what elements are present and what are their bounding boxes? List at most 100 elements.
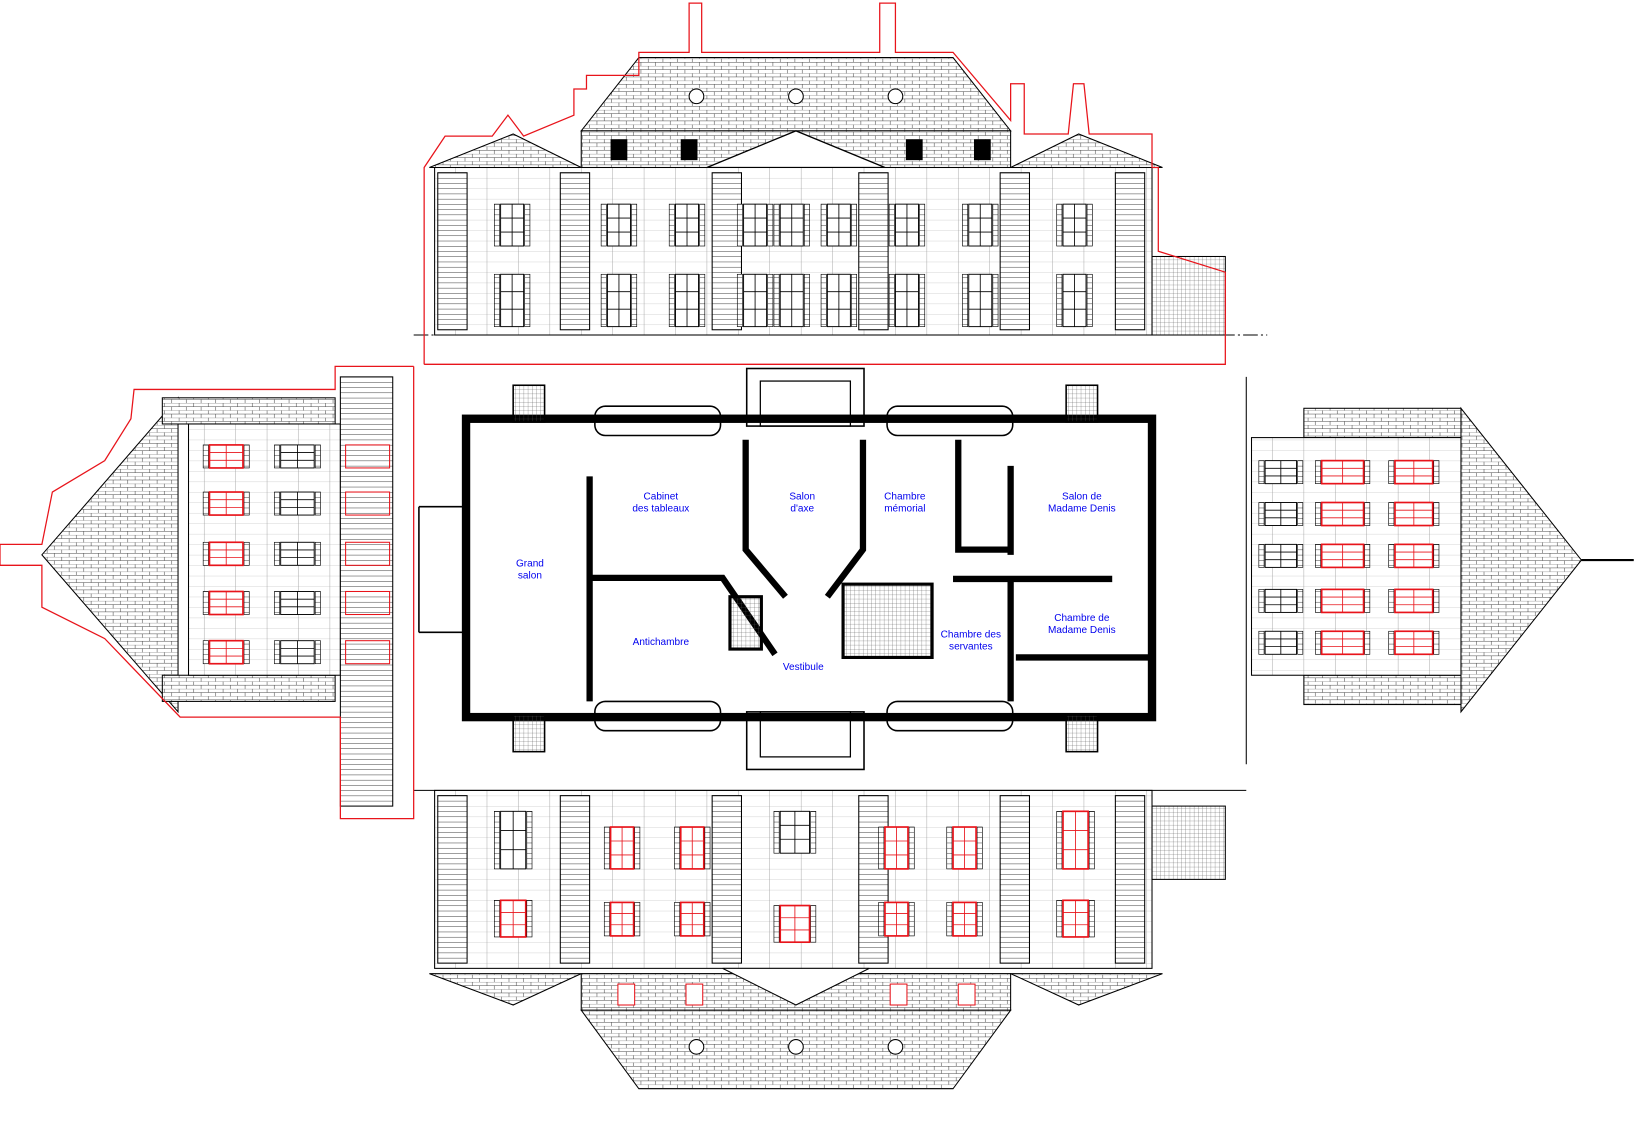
shutter	[736, 203, 743, 247]
right-side-elevation	[1245, 376, 1634, 765]
window	[736, 273, 774, 328]
shutter	[202, 591, 209, 615]
room-label-line: Chambre	[884, 491, 926, 502]
window	[274, 640, 321, 665]
shutter	[274, 444, 280, 469]
window	[773, 203, 810, 247]
window	[494, 203, 531, 247]
shutter	[314, 491, 321, 516]
highlight-box	[345, 491, 391, 516]
window-muntins	[1321, 589, 1364, 613]
window-muntins	[1265, 502, 1297, 526]
shutter	[494, 203, 500, 247]
shutter	[1364, 544, 1371, 568]
dormer	[680, 139, 698, 161]
window	[1315, 588, 1371, 614]
rear-pediment	[722, 967, 870, 1006]
shutter	[1433, 630, 1440, 655]
outer-walls	[461, 414, 1157, 722]
window-muntins	[209, 542, 243, 566]
shutter	[1364, 502, 1371, 526]
dormer	[889, 983, 908, 1006]
shutter	[908, 902, 915, 937]
window	[1315, 630, 1371, 656]
shutter	[810, 811, 817, 854]
shutter	[1297, 460, 1304, 484]
room-label-line: d'axe	[790, 503, 814, 514]
shutter	[1258, 460, 1265, 484]
window-muntins	[780, 811, 810, 854]
window	[1056, 899, 1095, 938]
window	[1315, 501, 1371, 527]
window-muntins	[280, 591, 315, 615]
window	[1258, 460, 1304, 485]
window-muntins	[1321, 631, 1364, 655]
window-muntins	[953, 902, 977, 936]
pilaster	[437, 795, 468, 964]
shutter	[524, 273, 531, 327]
window	[1315, 543, 1371, 569]
window	[1388, 459, 1440, 485]
window-muntins	[968, 274, 992, 327]
shutter	[668, 203, 675, 247]
shutter	[274, 591, 280, 615]
shutter	[1388, 502, 1395, 526]
oculus	[887, 1039, 904, 1055]
shutter	[494, 273, 500, 327]
shutter	[1315, 589, 1321, 613]
dormer	[957, 983, 976, 1006]
shutter	[851, 273, 857, 327]
shutter	[202, 444, 209, 469]
window-muntins	[953, 827, 977, 869]
window	[1258, 588, 1304, 613]
shutter	[202, 491, 209, 516]
room-label-line: Grand	[516, 558, 544, 569]
window	[603, 901, 641, 937]
shutter	[1433, 589, 1440, 613]
shutter	[243, 591, 250, 615]
room-label-line: Vestibule	[783, 662, 824, 673]
window	[274, 491, 321, 516]
window	[962, 203, 999, 247]
shutter	[1056, 811, 1063, 870]
pilaster	[1114, 172, 1146, 331]
left-side-top-band	[161, 397, 336, 425]
window	[1315, 459, 1371, 485]
window-muntins	[780, 274, 804, 327]
window-muntins	[209, 591, 243, 615]
room-label-line: des tableaux	[632, 503, 689, 514]
window-muntins	[1321, 502, 1364, 526]
pilaster	[858, 795, 889, 964]
window-muntins	[1321, 460, 1364, 484]
shutter	[1315, 502, 1321, 526]
window-muntins	[610, 902, 634, 936]
room-label-line: servantes	[949, 642, 993, 653]
shutter	[243, 444, 250, 469]
shutter	[919, 273, 926, 327]
highlight-box	[345, 541, 391, 566]
shutter	[1258, 589, 1265, 613]
shutter	[1388, 544, 1395, 568]
shutter	[674, 826, 681, 870]
shutter	[820, 273, 827, 327]
window	[888, 203, 926, 247]
window-muntins	[675, 204, 699, 247]
window-muntins	[280, 542, 315, 566]
shutter	[600, 273, 607, 327]
shutter	[810, 905, 817, 943]
shutter	[704, 826, 711, 870]
pilaster	[711, 795, 743, 964]
shutter	[314, 541, 321, 566]
shutter	[526, 811, 533, 870]
window	[773, 273, 810, 328]
rear-terrace-left	[594, 700, 722, 732]
shutter	[274, 541, 280, 566]
front-outline-highlight	[423, 2, 1226, 365]
window-muntins	[1394, 631, 1433, 655]
shutter	[1297, 502, 1304, 526]
shutter	[202, 640, 209, 665]
shutter	[773, 273, 780, 327]
shutter	[600, 203, 607, 247]
